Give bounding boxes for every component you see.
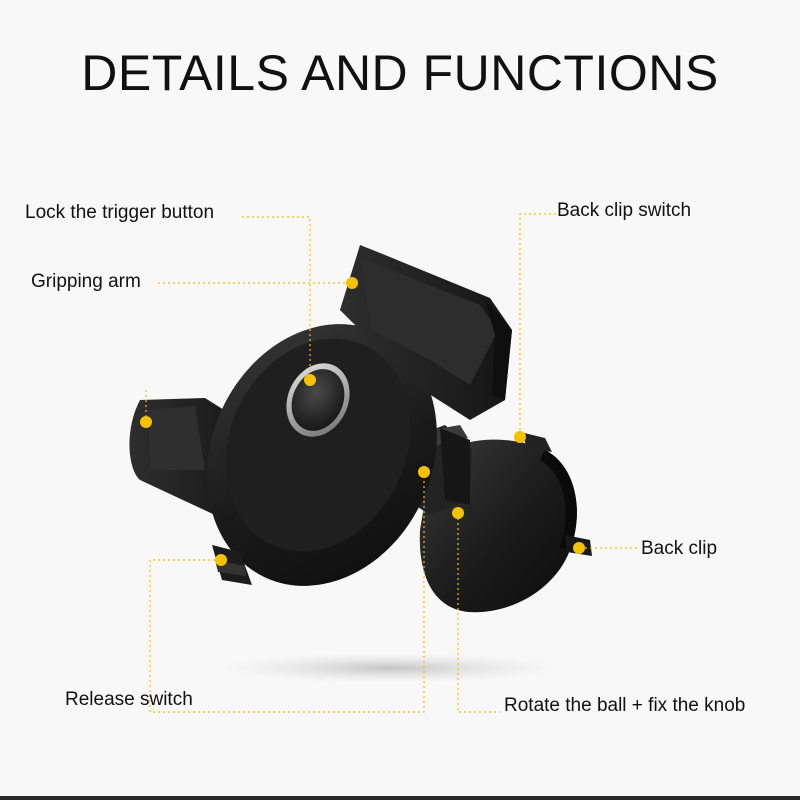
leader-lock-trigger bbox=[242, 216, 311, 380]
label-rotate-ball: Rotate the ball + fix the knob bbox=[504, 695, 746, 716]
label-back-clip: Back clip bbox=[641, 538, 718, 559]
dot-lower-arm bbox=[140, 416, 152, 428]
floor-shadow bbox=[220, 653, 560, 683]
callout-dots bbox=[140, 277, 585, 566]
dot-lock-trigger bbox=[304, 374, 316, 386]
main-disc-shape bbox=[207, 324, 437, 586]
leader-release-switch bbox=[149, 472, 425, 713]
leader-rotate-ball bbox=[457, 513, 500, 713]
dot-back-clip-switch bbox=[514, 431, 526, 443]
label-gripping-arm: Gripping arm bbox=[31, 271, 141, 292]
leader-back-clip-switch bbox=[519, 213, 556, 437]
page-title: DETAILS AND FUNCTIONS bbox=[81, 45, 719, 101]
label-back-clip-switch: Back clip switch bbox=[557, 200, 692, 221]
bottom-divider bbox=[0, 796, 800, 800]
label-release-switch: Release switch bbox=[65, 689, 193, 710]
dot-release-switch bbox=[215, 554, 227, 566]
gripping-arm-upper-shape bbox=[340, 245, 512, 420]
label-lock-trigger: Lock the trigger button bbox=[25, 202, 215, 223]
dot-gripping-arm bbox=[346, 277, 358, 289]
dot-rotate-ball bbox=[452, 507, 464, 519]
dot-back-clip bbox=[573, 542, 585, 554]
dot-knob bbox=[418, 466, 430, 478]
